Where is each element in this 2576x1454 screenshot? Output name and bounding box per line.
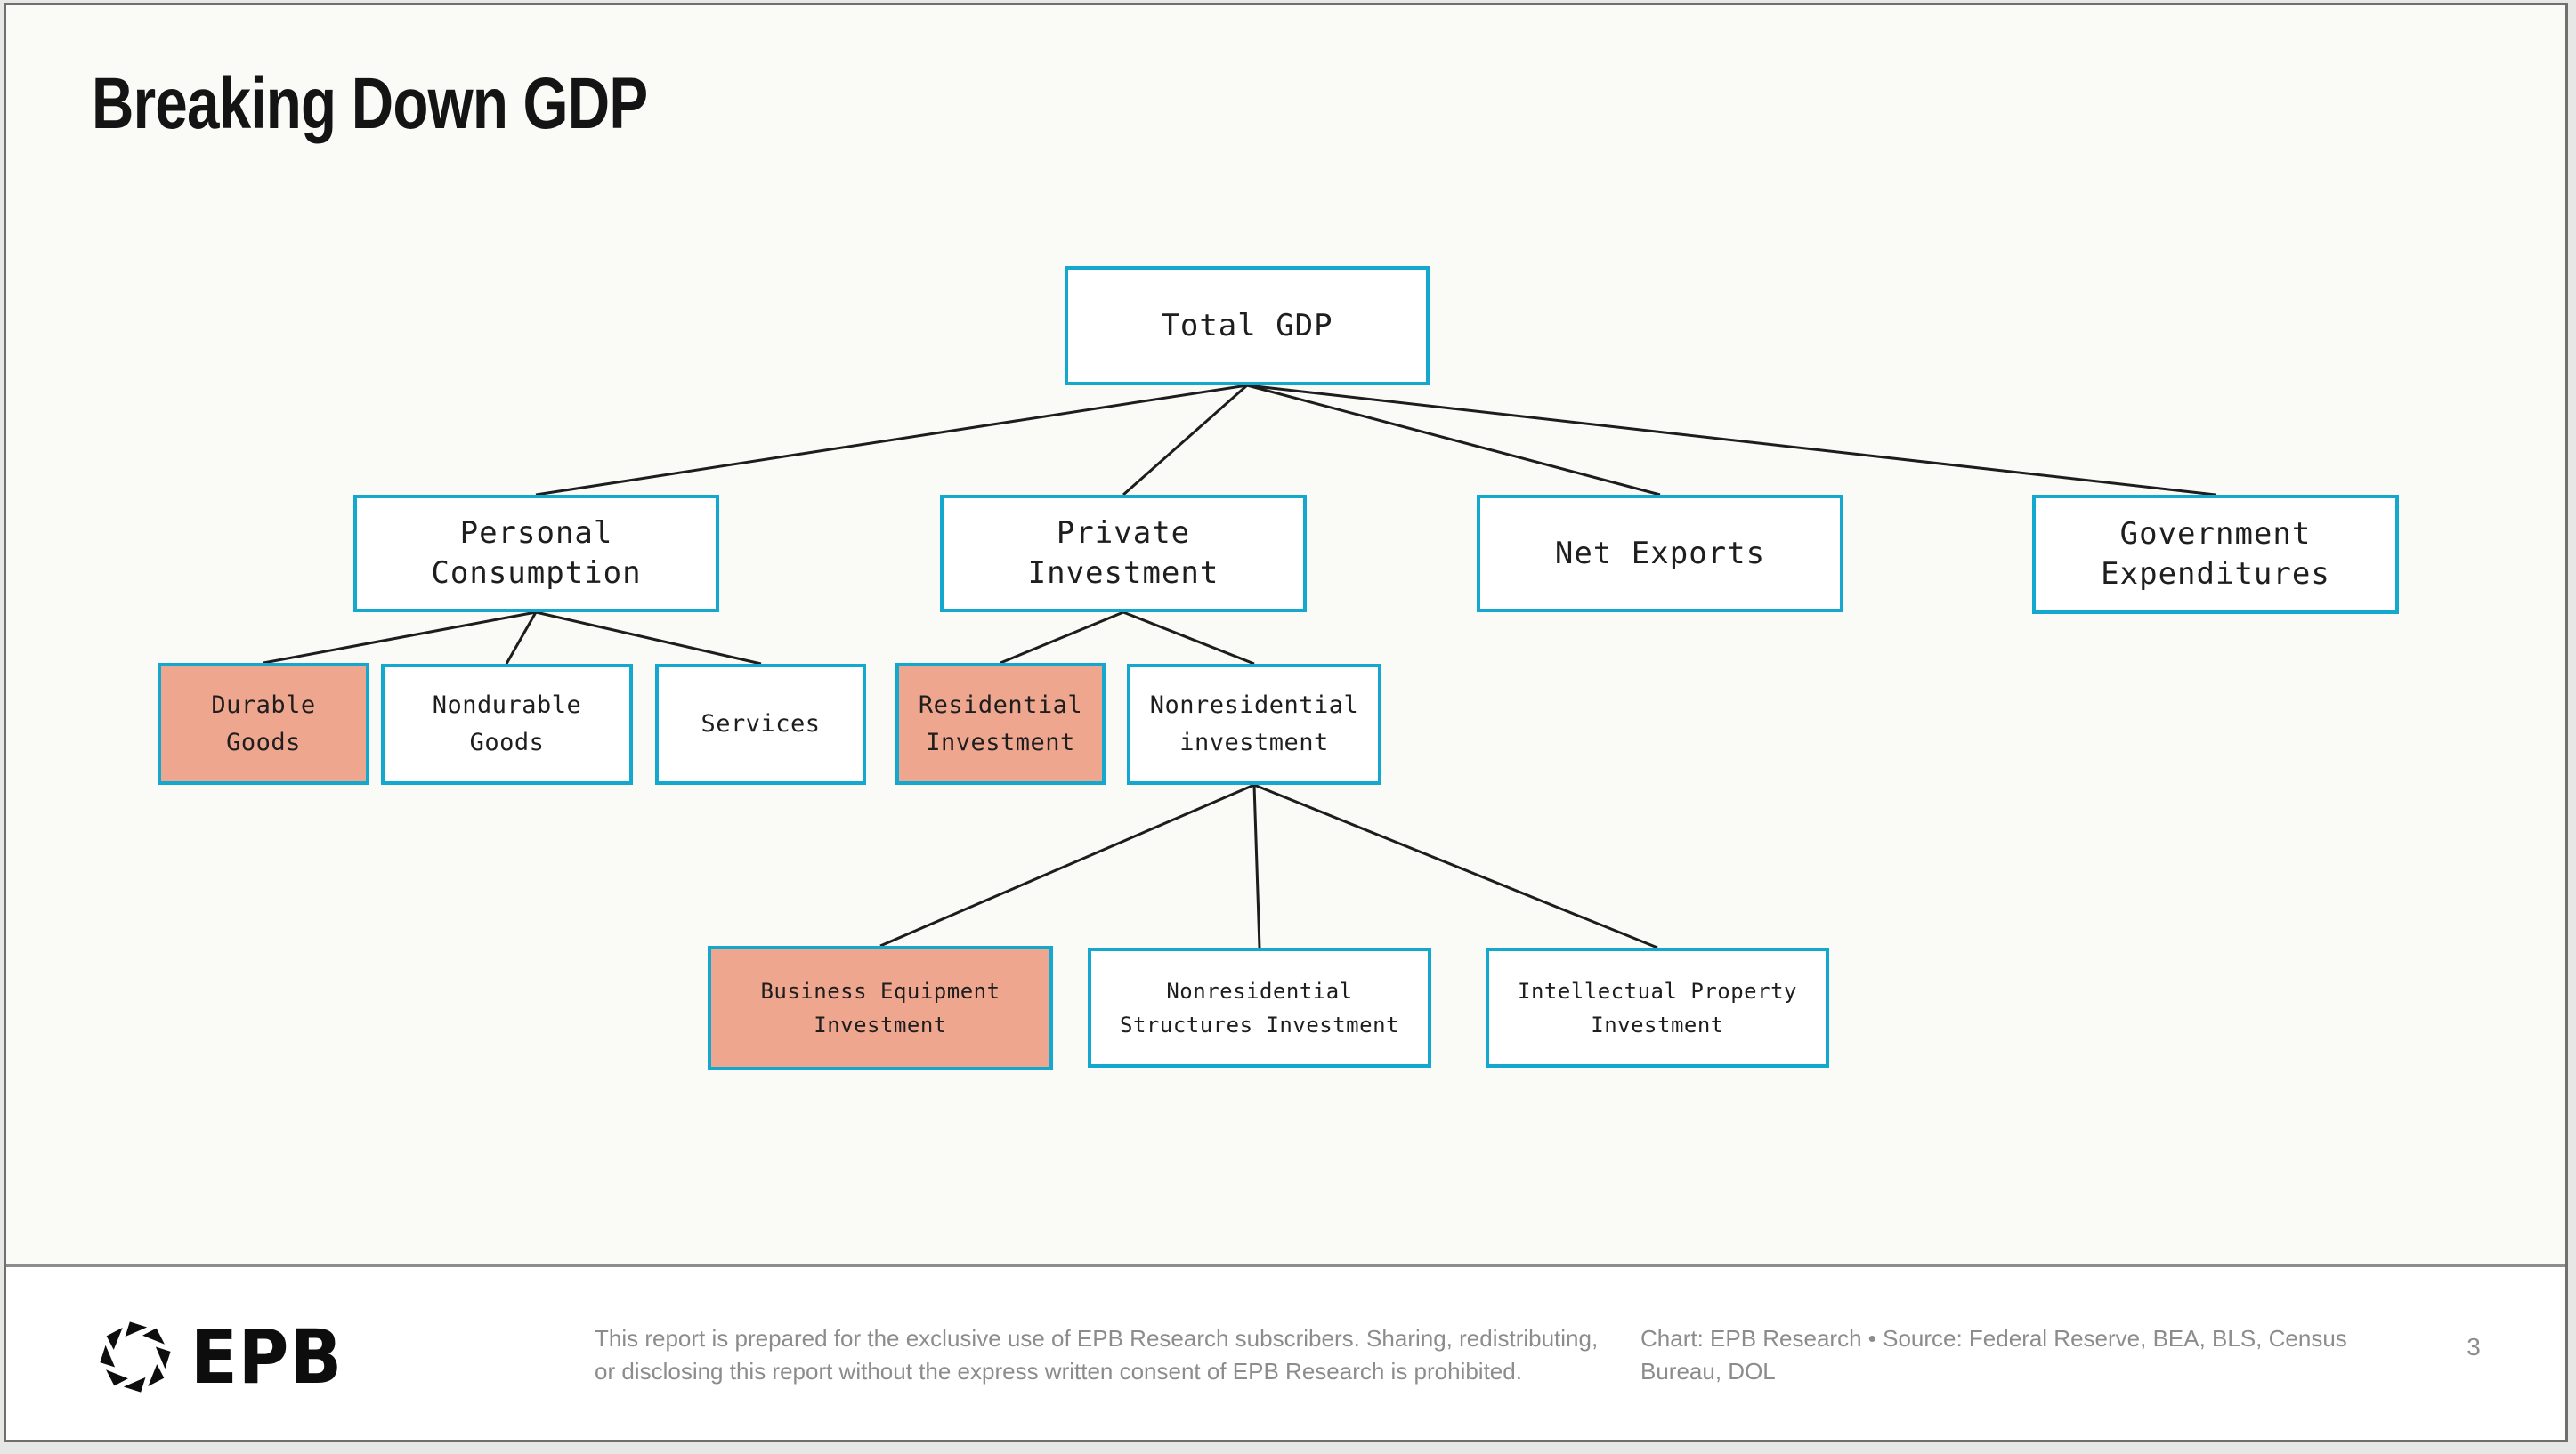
connector-lines [263,384,2216,949]
node-services: Services [655,664,866,785]
node-label: Intellectual Property [1518,978,1797,1004]
disclaimer-text: This report is prepared for the exclusiv… [595,1322,1598,1388]
node-intellectual-property-investment: Intellectual Property Investment [1486,948,1829,1068]
node-label: Investment [814,1013,947,1038]
node-label: Investment [1591,1012,1724,1038]
node-label: Government [2119,516,2312,552]
node-label: Structures Investment [1120,1012,1399,1038]
node-label: Business Equipment [760,979,1000,1004]
node-label: Consumption [431,555,642,591]
source-credit-line: Bureau, DOL [1640,1358,1776,1385]
node-label: Goods [469,729,545,756]
node-label: Investment [926,728,1075,756]
node-net-exports: Net Exports [1477,495,1843,612]
node-nondurable-goods: Nondurable Goods [381,664,633,785]
source-credit-text: Chart: EPB Research • Source: Federal Re… [1640,1322,2347,1388]
node-government-expenditures: Government Expenditures [2032,495,2399,614]
node-label: Net Exports [1554,535,1766,571]
node-label: Goods [226,728,301,756]
node-label: Personal [459,515,613,551]
disclaimer-line: This report is prepared for the exclusiv… [595,1325,1599,1352]
node-label: Durable [211,691,316,719]
node-nonresidential-structures-investment: Nonresidential Structures Investment [1088,948,1431,1068]
brand-logo: EPB [96,1317,356,1397]
aperture-icon [100,1321,171,1393]
slide: Breaking Down GDP Total GDP Personal Con… [4,3,2568,1442]
node-residential-investment: Residential Investment [895,663,1106,785]
page-title: Breaking Down GDP [92,63,648,144]
node-business-equipment-investment: Business Equipment Investment [708,946,1053,1070]
node-label: Total GDP [1161,307,1333,343]
node-private-investment: Private Investment [940,495,1307,612]
footer: EPB This report is prepared for the excl… [6,1264,2565,1440]
node-nonresidential-investment: Nonresidential investment [1127,664,1381,785]
node-label: Nonresidential [1149,691,1359,719]
node-durable-goods: Durable Goods [158,663,369,785]
node-label: Services [701,710,821,738]
node-personal-consumption: Personal Consumption [353,495,719,612]
node-label: investment [1179,729,1329,756]
node-label: Residential [918,691,1083,719]
source-credit-line: Chart: EPB Research • Source: Federal Re… [1640,1325,2347,1352]
node-label: Investment [1027,555,1219,591]
node-label: Nondurable [432,691,582,719]
node-label: Private [1056,515,1191,551]
disclaimer-line: or disclosing this report without the ex… [595,1358,1522,1385]
page-number: 3 [2467,1333,2481,1361]
node-label: Nonresidential [1166,978,1353,1004]
node-total-gdp: Total GDP [1065,266,1430,385]
brand-name: EPB [190,1313,344,1401]
node-label: Expenditures [2101,556,2330,592]
